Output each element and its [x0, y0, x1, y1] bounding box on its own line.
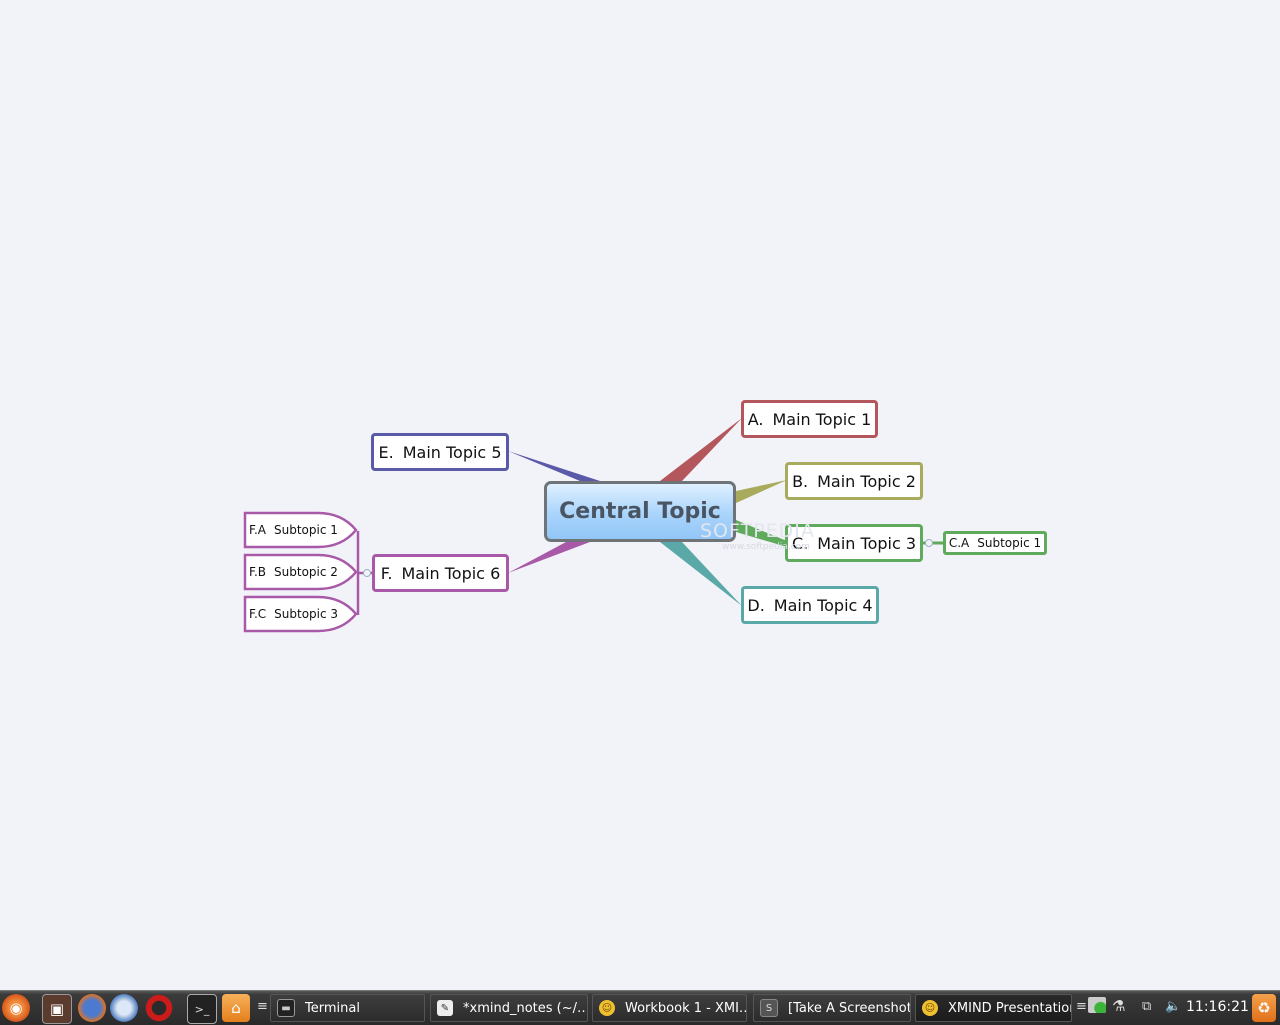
package-updates-icon[interactable]: ⚗ [1112, 997, 1126, 1015]
desktop-icon[interactable]: ▣ [42, 994, 72, 1024]
topic-number: B. [792, 471, 809, 491]
subtopic-label: Subtopic 2 [274, 565, 338, 579]
subtopic-c-a[interactable]: C.A Subtopic 1 [943, 531, 1047, 555]
main-topic-c[interactable]: C. Main Topic 3 [785, 524, 923, 562]
topic-label: Main Topic 5 [402, 442, 502, 462]
main-topic-b[interactable]: B. Main Topic 2 [785, 462, 923, 500]
task-list-handle-icon[interactable]: ≡ [257, 999, 268, 1014]
branch-f [508, 542, 590, 573]
topic-label: Main Topic 1 [772, 409, 872, 429]
branch-d [660, 542, 742, 606]
branch-c [736, 520, 787, 547]
topic-label: Main Topic 4 [773, 595, 873, 615]
subtopic-label: Subtopic 1 [977, 536, 1042, 550]
task-xmind-notes[interactable]: ✎ *xmind_notes (~/… [430, 994, 588, 1022]
clock[interactable]: 11:16:21 [1186, 999, 1249, 1015]
terminal-icon[interactable]: >_ [187, 994, 217, 1024]
collapse-handle-f [363, 569, 371, 577]
topic-label: Main Topic 3 [817, 533, 917, 553]
ubuntu-menu-icon[interactable]: ◉ [2, 994, 30, 1022]
task-workbook[interactable]: ☺ Workbook 1 - XMI… [592, 994, 747, 1022]
task-label: Terminal [305, 1000, 360, 1016]
task-label: XMIND Presentation [948, 1000, 1072, 1016]
trash-icon[interactable]: ♻ [1252, 994, 1276, 1022]
fsub-shape-b [243, 553, 358, 591]
thunderbird-icon[interactable] [110, 994, 138, 1022]
opera-icon[interactable] [145, 994, 173, 1022]
watermark-text: SOFTPEDIA [700, 520, 815, 542]
task-xmind-presentation[interactable]: ☺ XMIND Presentation [915, 994, 1072, 1022]
taskbar: ◉ ▣ >_ ⌂ ≡ ▬ Terminal ✎ *xmind_notes (~/… [0, 990, 1280, 1025]
fsub-shape-c [243, 595, 358, 633]
subtopic-number: F.B [249, 565, 267, 579]
tray-handle-icon[interactable]: ≡ [1076, 999, 1087, 1014]
task-label: Workbook 1 - XMI… [625, 1000, 747, 1016]
subtopic-number: F.A [249, 523, 266, 537]
topic-number: A. [747, 409, 764, 429]
task-label: [Take A Screenshot] [788, 1000, 911, 1016]
branch-a [660, 418, 742, 481]
xmind-icon: ☺ [599, 1000, 615, 1016]
text-editor-icon: ✎ [437, 1000, 453, 1016]
topic-number: E. [378, 442, 394, 462]
subtopic-label: Subtopic 3 [274, 607, 339, 621]
volume-icon[interactable]: 🔈 [1165, 999, 1182, 1014]
network-status-icon[interactable] [1088, 997, 1106, 1013]
connector-lines [243, 418, 944, 633]
screenshot-icon: S [760, 999, 778, 1017]
topic-number: D. [747, 595, 765, 615]
main-topic-d[interactable]: D. Main Topic 4 [741, 586, 879, 624]
main-topic-a[interactable]: A. Main Topic 1 [741, 400, 878, 438]
branch-e [508, 451, 600, 481]
branch-b [736, 480, 787, 503]
subtopic-number: C.A [948, 536, 970, 550]
mindmap-canvas[interactable]: Central Topic A. Main Topic 1 B. Main To… [0, 0, 1280, 990]
subtopic-label: Subtopic 1 [274, 523, 338, 537]
task-terminal[interactable]: ▬ Terminal [270, 994, 425, 1022]
home-folder-icon[interactable]: ⌂ [222, 994, 250, 1022]
topic-label: Main Topic 2 [817, 471, 916, 491]
main-topic-f[interactable]: F. Main Topic 6 [372, 554, 509, 592]
subtopic-f-b[interactable]: F.B Subtopic 2 [249, 557, 349, 587]
window-switch-icon[interactable]: ⧉ [1142, 999, 1152, 1014]
topic-number: F. [380, 563, 393, 583]
fsub-shape-a [243, 511, 358, 549]
subtopic-f-a[interactable]: F.A Subtopic 1 [249, 515, 349, 545]
xmind-icon: ☺ [922, 1000, 938, 1016]
terminal-icon: ▬ [277, 999, 295, 1017]
firefox-icon[interactable] [78, 994, 106, 1022]
task-label: *xmind_notes (~/… [463, 1000, 588, 1016]
subtopic-f-c[interactable]: F.C Subtopic 3 [249, 599, 349, 629]
watermark: SOFTPEDIA www.softpedia.com [700, 520, 815, 552]
central-topic-label: Central Topic [559, 499, 721, 524]
main-topic-e[interactable]: E. Main Topic 5 [371, 433, 509, 471]
subtopic-number: F.C [249, 607, 267, 621]
collapse-handle-c [925, 539, 933, 547]
topic-number: C. [791, 533, 809, 553]
watermark-url: www.softpedia.com [722, 542, 810, 552]
central-topic[interactable]: Central Topic [544, 481, 736, 542]
task-screenshot[interactable]: S [Take A Screenshot] [753, 994, 911, 1022]
topic-label: Main Topic 6 [401, 563, 501, 583]
